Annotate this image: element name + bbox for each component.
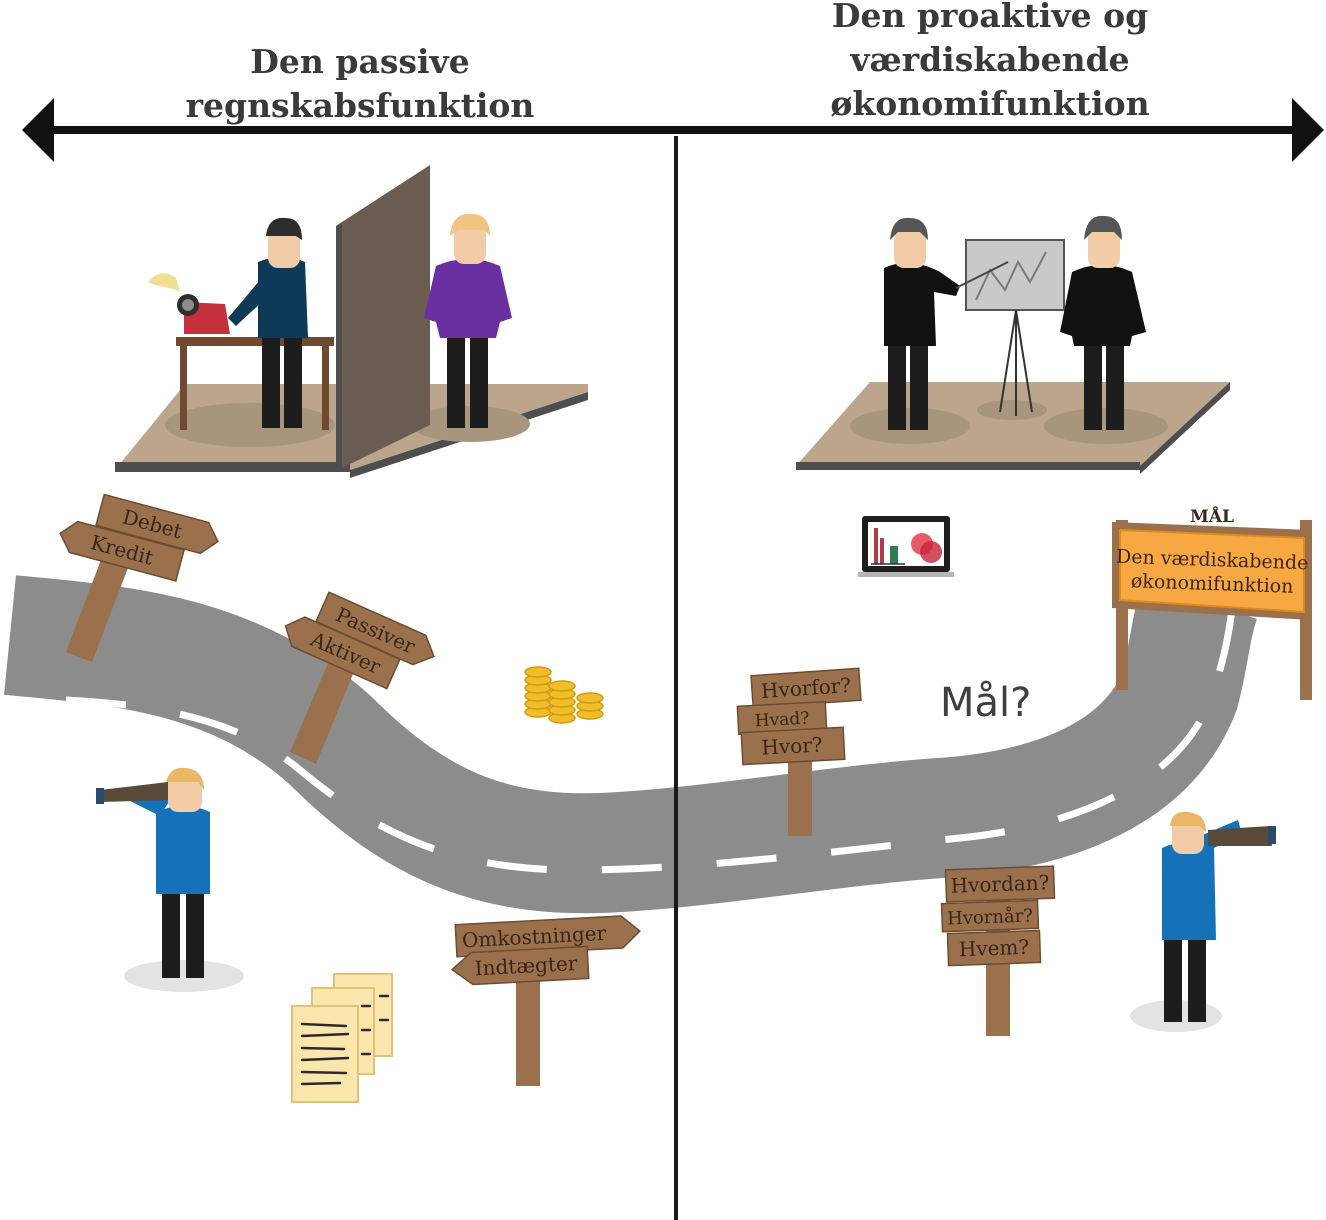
sign-label-who: Hvem? [958,935,1029,961]
presenter-figure [884,217,1009,430]
heading-passive-line-2: regnskabsfunktion [185,86,535,125]
laptop-chart-icon [858,516,954,577]
sign-label-income: Indtægter [474,951,578,980]
proactive-meeting-scene [796,215,1230,474]
goal-sign-header: MÅL [1190,505,1234,527]
colleague-figure [424,213,512,428]
heading-proactive-line-3: økonomifunktion [830,84,1150,123]
heading-proactive-line-1: Den proaktive og [831,0,1149,35]
goal-question: Mål? [940,680,1032,726]
typewriter-icon [148,273,230,334]
documents-icon [291,973,393,1103]
sign-label-what: Hvad? [754,709,810,732]
road [4,575,1258,914]
clerk-figure [228,217,308,428]
goal-billboard: MÅL Den værdiskabende økonomifunktion [1112,505,1312,700]
spyglass-figure-right [1130,811,1276,1032]
sign-label-where: Hvor? [761,732,823,759]
heading-passive-line-1: Den passive [250,42,470,81]
signpost-why-what-where: Hvorfor? Hvad? Hvor? [736,667,862,836]
signpost-how-when-who: Hvordan? Hvornår? Hvem? [940,865,1056,1036]
spectrum-arrow [22,98,1324,1220]
arrow-left-head [22,98,54,162]
listener-figure [1060,215,1146,430]
signpost-costs-income: Omkostninger Indtægter [450,915,641,1086]
sign-label-how: Hvordan? [950,870,1049,897]
heading-passive: Den passive regnskabsfunktion [160,40,560,128]
coins-icon [524,666,604,724]
passive-office-scene [115,165,588,478]
heading-proactive: Den proaktive og værdiskabende økonomifu… [790,0,1190,126]
sign-label-when: Hvornår? [947,905,1034,930]
heading-proactive-line-2: værdiskabende [850,40,1130,79]
arrow-right-head [1292,98,1324,162]
spyglass-figure-left [96,767,244,992]
